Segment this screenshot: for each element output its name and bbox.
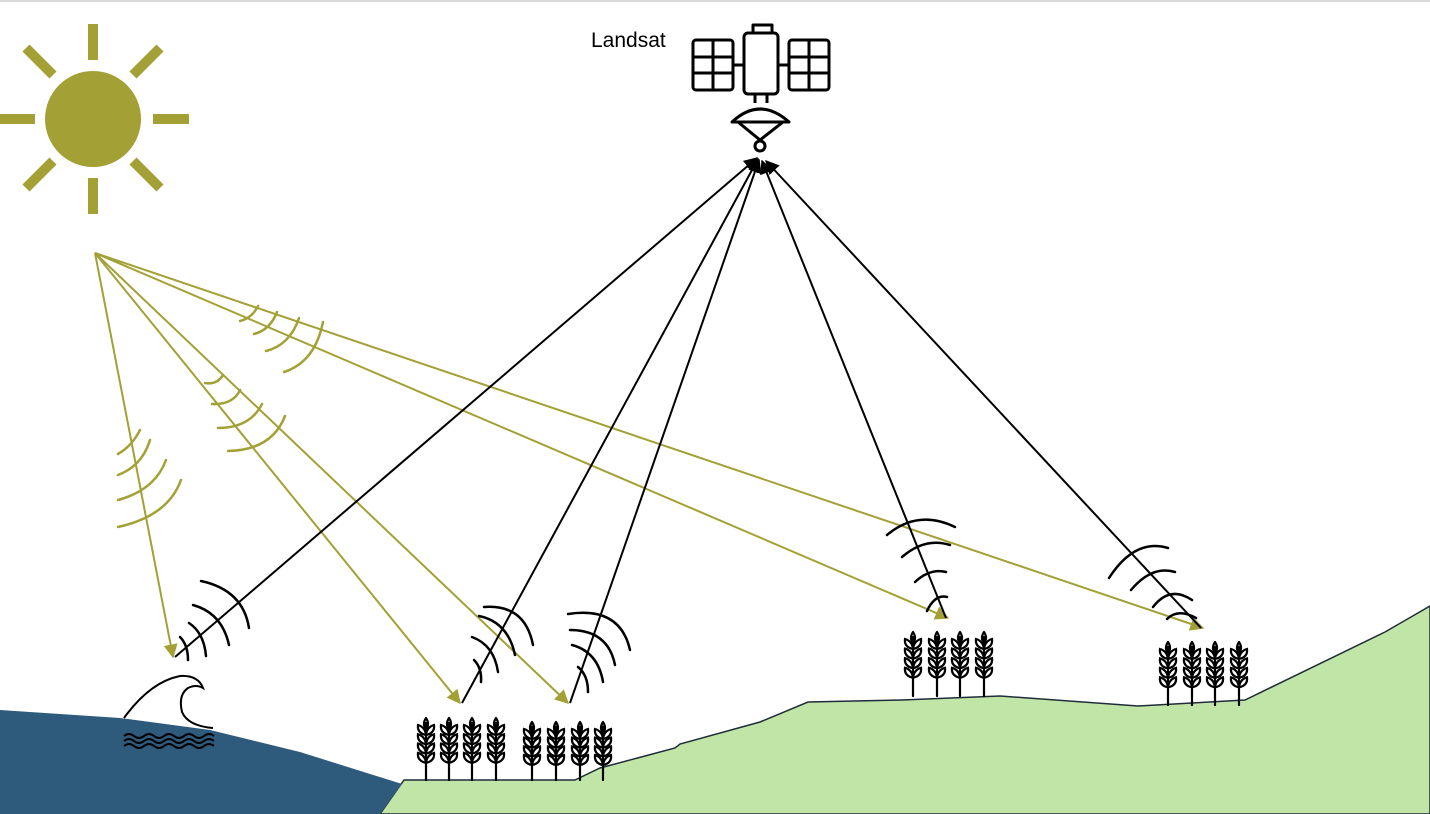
reflected-rays — [174, 157, 1202, 704]
wheat-icon — [903, 630, 923, 698]
reflected-ray-from-water — [174, 157, 759, 658]
wheat-icon — [570, 720, 590, 782]
wave-icon — [123, 674, 215, 749]
incoming-solar-rays — [94, 252, 1205, 705]
water-body — [0, 710, 402, 814]
reflected-ray-from-crop-4 — [765, 159, 1202, 629]
wheat-icon — [439, 716, 459, 782]
solar-ray-to-crop-3 — [94, 252, 950, 620]
reflected-wave-arcs — [178, 518, 1198, 694]
reflected-ray-from-crop-3 — [760, 159, 947, 619]
wheat-icon — [927, 630, 947, 698]
top-border — [0, 0, 1430, 2]
reflected-ray-from-crop-1 — [461, 157, 759, 704]
satellite-icon — [691, 23, 831, 153]
wheat-icon — [486, 716, 506, 782]
wheat-icon — [522, 720, 542, 782]
wheat-icon — [416, 716, 436, 782]
sun-icon — [0, 24, 189, 214]
reflected-ray-from-crop-2 — [569, 158, 762, 704]
land-terrain — [379, 605, 1430, 814]
solar-ray-to-crop-4 — [94, 252, 1205, 631]
solar-ray-to-crop-2 — [94, 252, 570, 704]
solar-ray-to-water — [94, 252, 178, 659]
wheat-icon — [462, 716, 482, 782]
wheat-icon — [593, 720, 613, 782]
solar-ray-to-crop-1 — [94, 252, 461, 705]
wheat-icon — [1205, 640, 1225, 707]
wheat-icon — [974, 630, 994, 698]
incoming-wave-arcs — [116, 304, 325, 529]
satellite-label: Landsat — [591, 29, 666, 52]
wheat-icon — [546, 720, 566, 782]
wheat-icon — [1158, 640, 1178, 707]
wheat-crops — [416, 630, 1249, 782]
wheat-icon — [950, 630, 970, 698]
wheat-icon — [1229, 640, 1249, 707]
wheat-icon — [1182, 640, 1202, 707]
